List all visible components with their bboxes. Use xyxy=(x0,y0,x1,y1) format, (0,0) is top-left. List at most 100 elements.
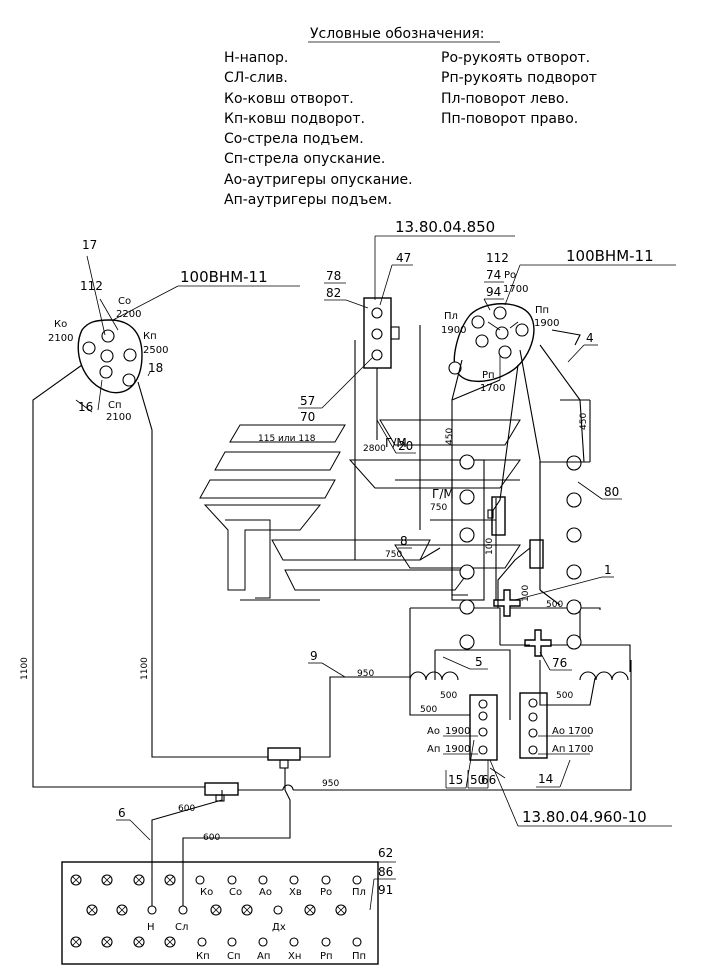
port-label: Ап xyxy=(427,744,440,755)
legend-item: СЛ-слив. xyxy=(224,70,288,86)
callout-20: 20 xyxy=(398,439,413,453)
dim-500: 500 xyxy=(420,705,437,715)
dim-500: 500 xyxy=(556,691,573,701)
port-value: 1900 xyxy=(441,325,466,336)
dimensions: 1100 1100 950 950 600 600 2800 450 450 7… xyxy=(20,331,622,843)
legend-item: Ао-аутригеры опускание. xyxy=(224,172,413,188)
panel-label: Кп xyxy=(196,951,210,962)
connection-panel: 62 86 91 Ко Со Ао Хв Ро Пл xyxy=(61,846,396,965)
port-label: Рп xyxy=(482,370,495,381)
port-label: Ро xyxy=(504,270,516,281)
panel-label: Со xyxy=(229,887,242,898)
callout-6: 6 xyxy=(118,806,126,820)
port-value: 2200 xyxy=(116,309,141,320)
dim-1100: 1100 xyxy=(140,657,150,680)
block-bottom-title: 13.80.04.960-10 xyxy=(522,808,647,826)
panel-label: Пл xyxy=(352,887,366,898)
callout-1: 1 xyxy=(604,563,612,577)
panel-label: Ап xyxy=(257,951,270,962)
open-port-row xyxy=(195,875,362,885)
fitting xyxy=(566,599,582,615)
callout-15: 15 xyxy=(448,773,463,787)
fitting xyxy=(459,599,475,615)
callout-82: 82 xyxy=(326,286,341,300)
crossed-port-row xyxy=(70,936,176,948)
callout-18: 18 xyxy=(148,361,163,375)
callout-14: 14 xyxy=(538,772,553,786)
port-value: 1700 xyxy=(568,726,593,737)
callout-94: 94 xyxy=(486,285,501,299)
valve-right: 100ВНМ-11 112 74 94 Ро 1700 Пл 1900 Пп 1… xyxy=(441,247,676,394)
callout-78: 78 xyxy=(326,269,341,283)
port-value: 1700 xyxy=(503,284,528,295)
legend-item: Ко-ковш отворот. xyxy=(224,91,354,107)
port-label: Ао xyxy=(552,726,565,737)
legend-title: Условные обозначения: xyxy=(310,26,484,42)
legend-item: Пп-поворот право. xyxy=(441,111,578,127)
port-value: 1900 xyxy=(534,318,559,329)
panel-label: Ао xyxy=(259,887,272,898)
fittings xyxy=(204,496,552,802)
callout-50: 50 xyxy=(470,773,485,787)
panel-label: Пп xyxy=(352,951,366,962)
dim-750: 750 xyxy=(430,503,447,513)
port-value: 2100 xyxy=(106,412,131,423)
port-value: 2100 xyxy=(48,333,73,344)
port-label: Ап xyxy=(552,744,565,755)
port-label: Со xyxy=(118,296,131,307)
port-label: Пл xyxy=(444,311,458,322)
alt-label: 115 или 118 xyxy=(258,434,316,444)
legend-item: Рп-рукоять подворот xyxy=(441,70,597,86)
circle-columns xyxy=(409,379,629,681)
panel-label: Дх xyxy=(272,922,286,933)
fitting xyxy=(459,634,475,650)
drain-port xyxy=(178,905,188,915)
legend-item: Ап-аутригеры подъем. xyxy=(224,192,392,208)
crossed-port-row xyxy=(70,874,176,886)
dim-750: 750 xyxy=(385,550,402,560)
valve-left: 100ВНМ-11 17 112 18 16 Со 2200 Ко 2100 К… xyxy=(48,238,300,423)
callout-66: 66 xyxy=(481,773,496,787)
fitting xyxy=(566,564,582,580)
callout-80: 80 xyxy=(604,485,619,499)
fitting xyxy=(459,489,475,505)
callout-112: 112 xyxy=(80,279,103,293)
callout-62: 62 xyxy=(378,846,393,860)
legend-item: Сп-стрела опускание. xyxy=(224,151,385,167)
open-port-row xyxy=(197,937,362,947)
fitting xyxy=(459,454,475,470)
pressure-port xyxy=(147,905,157,915)
fitting xyxy=(459,564,475,580)
legend: Условные обозначения: Н-напор. СЛ-слив. … xyxy=(224,26,597,208)
dim-1100: 1100 xyxy=(20,657,30,680)
legend-item: Со-стрела подъем. xyxy=(224,131,364,147)
fitting xyxy=(566,455,582,471)
port-value: 1700 xyxy=(568,744,593,755)
legend-item: Пл-поворот лево. xyxy=(441,91,569,107)
background-graphic xyxy=(199,419,521,601)
panel-label: Ко xyxy=(200,887,213,898)
dim-600: 600 xyxy=(203,833,220,843)
crossed-port-row xyxy=(86,904,347,916)
callout-4: 4 xyxy=(586,331,594,345)
panel-label: Хв xyxy=(289,887,302,898)
port-value: 1700 xyxy=(480,383,505,394)
dim-450: 450 xyxy=(579,413,589,430)
callout-47: 47 xyxy=(396,251,411,265)
legend-item: Ро-рукоять отворот. xyxy=(441,50,590,66)
dim-500: 500 xyxy=(546,600,563,610)
dim-950: 950 xyxy=(357,669,374,679)
port-label: Пп xyxy=(535,305,549,316)
fitting xyxy=(566,634,582,650)
panel-label: Сл xyxy=(175,922,188,933)
valve-right-title: 100ВНМ-11 xyxy=(566,247,654,265)
block-top-title: 13.80.04.850 xyxy=(395,218,495,236)
dim-100: 100 xyxy=(521,585,531,602)
fitting xyxy=(566,527,582,543)
callout-9: 9 xyxy=(310,649,318,663)
valve-left-title: 100ВНМ-11 xyxy=(180,268,268,286)
panel-label: Сп xyxy=(227,951,241,962)
block-bottom: Ао 1900 Ап 1900 Ао 1700 Ап 1700 15 50 66… xyxy=(427,692,672,827)
callout-86: 86 xyxy=(378,865,393,879)
